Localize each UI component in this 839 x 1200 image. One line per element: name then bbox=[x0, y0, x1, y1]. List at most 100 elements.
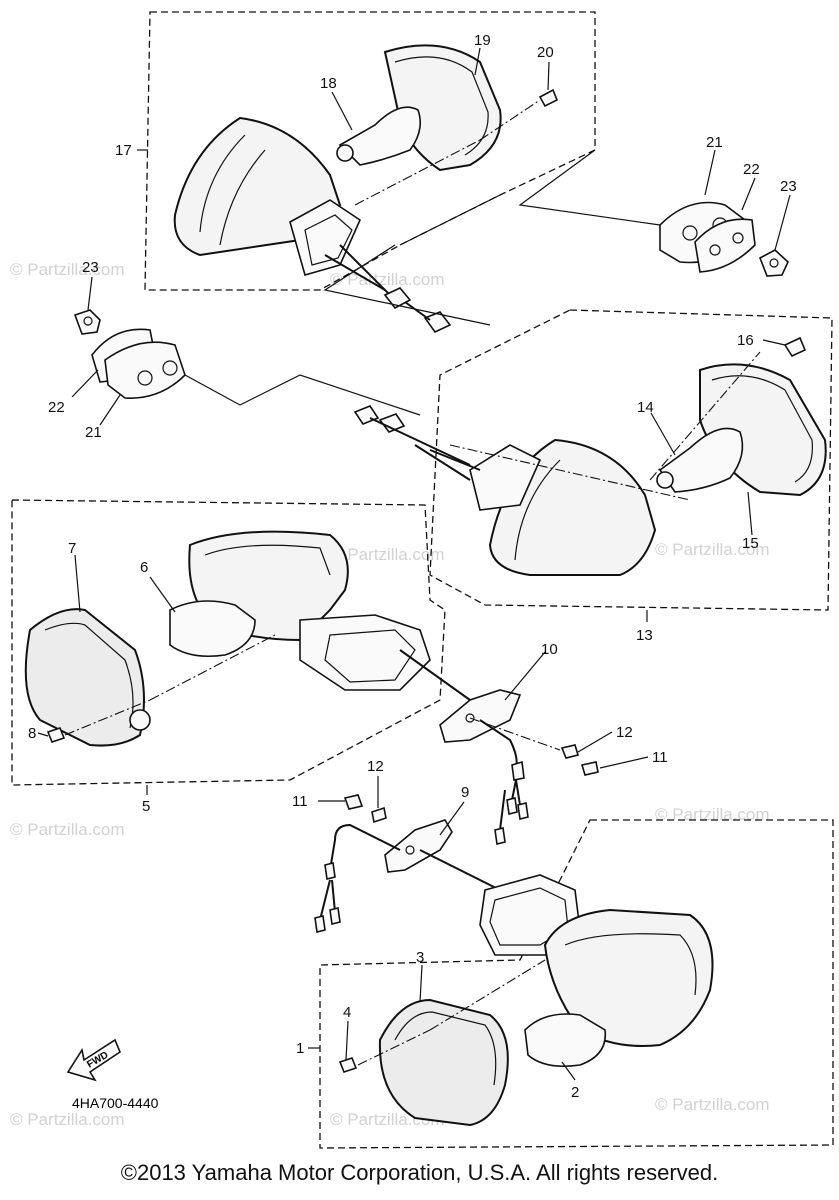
leader-18 bbox=[331, 91, 353, 131]
watermark-text: © Partzilla.com bbox=[655, 1095, 770, 1114]
callout-6: 6 bbox=[140, 559, 148, 576]
mounting-bracket-right bbox=[399, 149, 789, 277]
leader-lines bbox=[37, 47, 791, 1081]
callout-8: 8 bbox=[28, 725, 36, 742]
mounting-plate-10 bbox=[439, 689, 599, 845]
watermark-text: © Partzilla.com bbox=[655, 805, 770, 824]
plate-22-right bbox=[694, 218, 756, 273]
callout-16: 16 bbox=[737, 332, 754, 349]
connector-10a bbox=[511, 760, 525, 781]
nut-23-left bbox=[73, 309, 101, 335]
leader-10 bbox=[504, 651, 546, 701]
leader-22-right bbox=[741, 177, 756, 211]
leader-3 bbox=[419, 964, 423, 1003]
lens-3 bbox=[378, 998, 509, 1127]
callout-18: 18 bbox=[320, 75, 337, 92]
leader-9 bbox=[439, 801, 465, 836]
grommet-5 bbox=[299, 614, 431, 691]
leader-21-right bbox=[704, 149, 716, 196]
mounting-bracket-left bbox=[73, 244, 491, 416]
callout-22-right: 22 bbox=[743, 161, 760, 178]
screw-20 bbox=[538, 88, 559, 108]
bracket-21-left bbox=[104, 341, 186, 399]
callout-4: 4 bbox=[343, 1004, 351, 1021]
assembly-outlines bbox=[11, 11, 834, 1149]
callout-11-right: 11 bbox=[652, 749, 668, 766]
callout-10: 10 bbox=[541, 641, 558, 658]
leader-23-left bbox=[87, 276, 93, 311]
connector-13a bbox=[353, 405, 380, 425]
leader-21-left bbox=[99, 394, 121, 426]
washer-12-left bbox=[371, 806, 387, 824]
leader-19 bbox=[474, 47, 481, 76]
nut-23-right bbox=[758, 249, 789, 277]
bulb-6 bbox=[169, 600, 256, 658]
leader-8 bbox=[37, 732, 49, 737]
plate-10 bbox=[439, 689, 522, 743]
assembly-1-outline bbox=[319, 819, 834, 1149]
callout-21-left: 21 bbox=[85, 424, 102, 441]
callout-9: 9 bbox=[461, 784, 469, 801]
callout-23-right: 23 bbox=[780, 178, 797, 195]
rear-right-signal-assembly bbox=[173, 44, 559, 334]
callout-19: 19 bbox=[474, 32, 491, 49]
lens-7 bbox=[24, 608, 145, 747]
bulb-14 bbox=[658, 427, 744, 493]
watermark-text: © Partzilla.com bbox=[655, 540, 770, 559]
front-left-signal-assembly bbox=[24, 530, 471, 747]
leader-15 bbox=[747, 491, 753, 536]
screw-11-right bbox=[580, 761, 599, 776]
leader-6 bbox=[149, 576, 176, 613]
screw-8 bbox=[46, 727, 66, 743]
watermark-text: © Partzilla.com bbox=[330, 545, 445, 564]
callout-13: 13 bbox=[636, 627, 653, 644]
callout-5: 5 bbox=[142, 798, 150, 815]
callout-20: 20 bbox=[537, 44, 554, 61]
bulb-socket-14 bbox=[656, 471, 674, 489]
watermark-text: © Partzilla.com bbox=[10, 820, 125, 839]
watermark-text: © Partzilla.com bbox=[330, 270, 445, 289]
leader-12-right bbox=[577, 731, 613, 753]
callout-7: 7 bbox=[68, 540, 76, 557]
callout-numbers: 19 20 18 17 21 22 23 23 22 21 16 14 15 1… bbox=[28, 32, 797, 1101]
copyright-notice: ©2013 Yamaha Motor Corporation, U.S.A. A… bbox=[120, 1160, 719, 1185]
callout-15: 15 bbox=[742, 535, 759, 552]
leader-11-right bbox=[599, 756, 649, 769]
callout-23-left: 23 bbox=[82, 259, 99, 276]
callout-1: 1 bbox=[296, 1040, 304, 1057]
bulb-socket-18 bbox=[336, 144, 354, 162]
callout-14: 14 bbox=[637, 399, 654, 416]
connector-17b bbox=[423, 311, 452, 334]
leader-2 bbox=[561, 1061, 576, 1081]
leader-20 bbox=[547, 61, 550, 91]
washer-12-right bbox=[560, 744, 580, 759]
connector-13b bbox=[378, 413, 406, 433]
callout-11-left: 11 bbox=[292, 793, 308, 810]
leader-7 bbox=[74, 554, 81, 613]
forward-direction-arrow: FWD bbox=[66, 1038, 121, 1082]
screw-4 bbox=[338, 1057, 358, 1073]
rear-left-signal-assembly bbox=[314, 794, 714, 1127]
leader-16 bbox=[762, 339, 786, 346]
assembly-13-outline bbox=[429, 309, 833, 611]
watermark-text: © Partzilla.com bbox=[10, 1110, 125, 1129]
leader-23-right bbox=[774, 194, 791, 251]
front-right-signal-assembly bbox=[353, 336, 827, 576]
callout-2: 2 bbox=[571, 1084, 579, 1101]
screw-11-left bbox=[343, 794, 364, 810]
leader-4 bbox=[345, 1020, 349, 1061]
callout-12-left: 12 bbox=[367, 758, 384, 775]
grommet-17 bbox=[289, 199, 362, 276]
lens-screw-boss-7 bbox=[129, 709, 151, 731]
callout-12-right: 12 bbox=[616, 724, 633, 741]
callout-17: 17 bbox=[115, 142, 132, 159]
plate-9 bbox=[384, 819, 453, 873]
callout-22-left: 22 bbox=[48, 399, 65, 416]
callout-3: 3 bbox=[416, 949, 424, 966]
diagram-code: 4HA700-4440 bbox=[72, 1095, 159, 1111]
assembly-5-outline bbox=[11, 499, 446, 786]
callout-21-right: 21 bbox=[706, 134, 723, 151]
watermark-text: © Partzilla.com bbox=[10, 260, 125, 279]
fwd-arrow-icon bbox=[66, 1038, 121, 1082]
